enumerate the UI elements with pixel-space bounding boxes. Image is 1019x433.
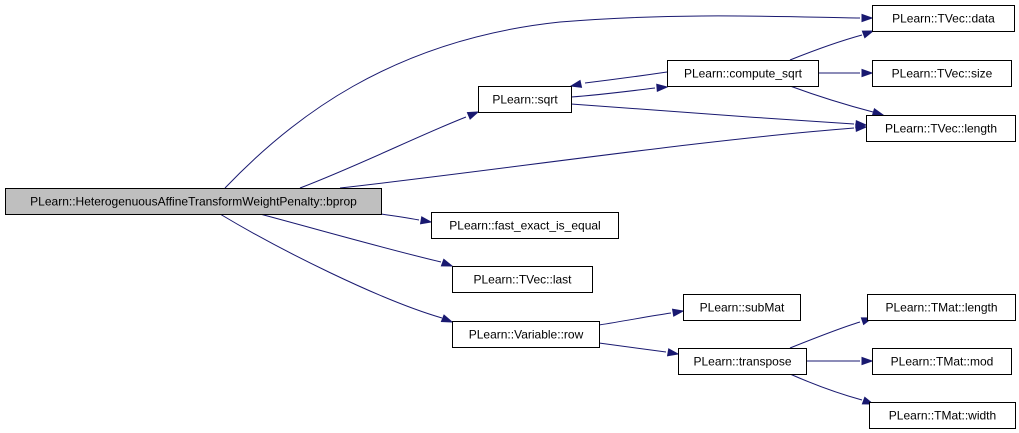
edge-variable_row-to-transpose bbox=[598, 342, 680, 357]
node-label: PLearn::compute_sqrt bbox=[684, 67, 803, 81]
arrow-head-icon bbox=[656, 83, 669, 93]
edge-compute_sqrt-to-tvec_size bbox=[818, 68, 874, 78]
node-label: PLearn::Variable::row bbox=[469, 328, 584, 342]
node-variable-row[interactable]: PLearn::Variable::row bbox=[452, 321, 600, 348]
arrow-head-icon bbox=[440, 258, 454, 267]
edge-line bbox=[598, 342, 667, 353]
edge-line bbox=[584, 71, 668, 84]
edge-line bbox=[570, 87, 656, 98]
arrow-head-icon bbox=[861, 356, 874, 366]
node-bprop[interactable]: PLearn::HeterogenuousAffineTransformWeig… bbox=[5, 188, 382, 215]
edge-line bbox=[380, 213, 420, 221]
edge-transpose-to-tmat_length bbox=[789, 317, 874, 349]
node-tvec-size[interactable]: PLearn::TVec::size bbox=[872, 60, 1012, 87]
edges-layer bbox=[219, 13, 885, 405]
edge-line bbox=[570, 103, 855, 125]
node-box bbox=[452, 266, 593, 293]
arrow-head-icon bbox=[871, 107, 885, 117]
edge-compute_sqrt-to-sqrt bbox=[569, 71, 668, 88]
node-box bbox=[431, 212, 619, 239]
node-box bbox=[683, 294, 801, 321]
node-tmat-width[interactable]: PLearn::TMat::width bbox=[869, 402, 1016, 429]
edge-line bbox=[339, 127, 855, 189]
node-label: PLearn::TVec::last bbox=[473, 273, 572, 287]
edge-sqrt-to-tvec_length bbox=[570, 103, 868, 129]
edge-line bbox=[789, 373, 863, 401]
arrow-head-icon bbox=[855, 119, 868, 129]
node-label: PLearn::TVec::length bbox=[885, 122, 997, 136]
arrow-head-icon bbox=[671, 308, 685, 317]
arrow-head-icon bbox=[569, 79, 583, 88]
edge-line bbox=[224, 15, 861, 189]
arrow-head-icon bbox=[861, 30, 875, 39]
node-label: PLearn::TMat::width bbox=[889, 409, 996, 423]
edge-variable_row-to-submat bbox=[598, 308, 685, 326]
node-label: PLearn::HeterogenuousAffineTransformWeig… bbox=[30, 195, 357, 209]
edge-line bbox=[789, 34, 863, 61]
node-sqrt[interactable]: PLearn::sqrt bbox=[478, 86, 572, 113]
edge-bprop-to-variable_row bbox=[219, 213, 454, 323]
node-tmat-mod[interactable]: PLearn::TMat::mod bbox=[872, 348, 1012, 375]
edge-transpose-to-tmat_mod bbox=[806, 356, 874, 366]
edge-transpose-to-tmat_width bbox=[789, 373, 875, 405]
node-label: PLearn::TVec::size bbox=[892, 67, 993, 81]
node-label: PLearn::subMat bbox=[700, 301, 785, 315]
edge-line bbox=[598, 312, 672, 326]
edge-compute_sqrt-to-tvec_data bbox=[789, 30, 875, 61]
node-label: PLearn::TVec::data bbox=[892, 12, 995, 26]
node-label: PLearn::sqrt bbox=[492, 93, 558, 107]
node-label: PLearn::TMat::length bbox=[885, 301, 997, 315]
node-compute-sqrt[interactable]: PLearn::compute_sqrt bbox=[667, 60, 819, 87]
node-box bbox=[452, 321, 600, 348]
arrow-head-icon bbox=[466, 111, 480, 120]
node-box bbox=[872, 348, 1012, 375]
edge-line bbox=[259, 213, 442, 263]
edge-line bbox=[219, 213, 443, 319]
arrow-head-icon bbox=[861, 68, 874, 78]
nodes-layer: PLearn::HeterogenuousAffineTransformWeig… bbox=[5, 5, 1016, 429]
node-label: PLearn::transpose bbox=[693, 355, 791, 369]
node-tvec-data[interactable]: PLearn::TVec::data bbox=[872, 5, 1015, 32]
edge-compute_sqrt-to-tvec_length bbox=[789, 85, 885, 117]
node-box bbox=[678, 348, 807, 375]
node-box bbox=[867, 294, 1016, 321]
edge-bprop-to-tvec_last bbox=[259, 213, 454, 267]
arrow-head-icon bbox=[861, 13, 874, 23]
node-tvec-last[interactable]: PLearn::TVec::last bbox=[452, 266, 593, 293]
node-label: PLearn::TMat::mod bbox=[891, 355, 994, 369]
edge-line bbox=[299, 116, 467, 189]
edge-bprop-to-tvec_length bbox=[339, 123, 868, 189]
edge-bprop-to-tvec_data bbox=[224, 13, 874, 189]
arrow-head-icon bbox=[419, 216, 433, 225]
edge-bprop-to-sqrt bbox=[299, 111, 480, 189]
node-box bbox=[872, 5, 1015, 32]
edge-line bbox=[789, 321, 861, 349]
node-tmat-length[interactable]: PLearn::TMat::length bbox=[867, 294, 1016, 321]
node-box bbox=[5, 188, 382, 215]
node-fast-exact[interactable]: PLearn::fast_exact_is_equal bbox=[431, 212, 619, 239]
node-box bbox=[872, 60, 1012, 87]
node-box bbox=[866, 115, 1016, 142]
arrow-head-icon bbox=[666, 348, 680, 357]
edge-bprop-to-fast_exact bbox=[380, 213, 433, 225]
node-transpose[interactable]: PLearn::transpose bbox=[678, 348, 807, 375]
node-label: PLearn::fast_exact_is_equal bbox=[449, 219, 600, 233]
arrow-head-icon bbox=[440, 314, 454, 323]
node-box bbox=[869, 402, 1016, 429]
node-box bbox=[667, 60, 819, 87]
node-submat[interactable]: PLearn::subMat bbox=[683, 294, 801, 321]
edge-sqrt-to-compute_sqrt bbox=[570, 83, 669, 98]
node-tvec-length[interactable]: PLearn::TVec::length bbox=[866, 115, 1016, 142]
node-box bbox=[478, 86, 572, 113]
edge-line bbox=[789, 85, 874, 113]
